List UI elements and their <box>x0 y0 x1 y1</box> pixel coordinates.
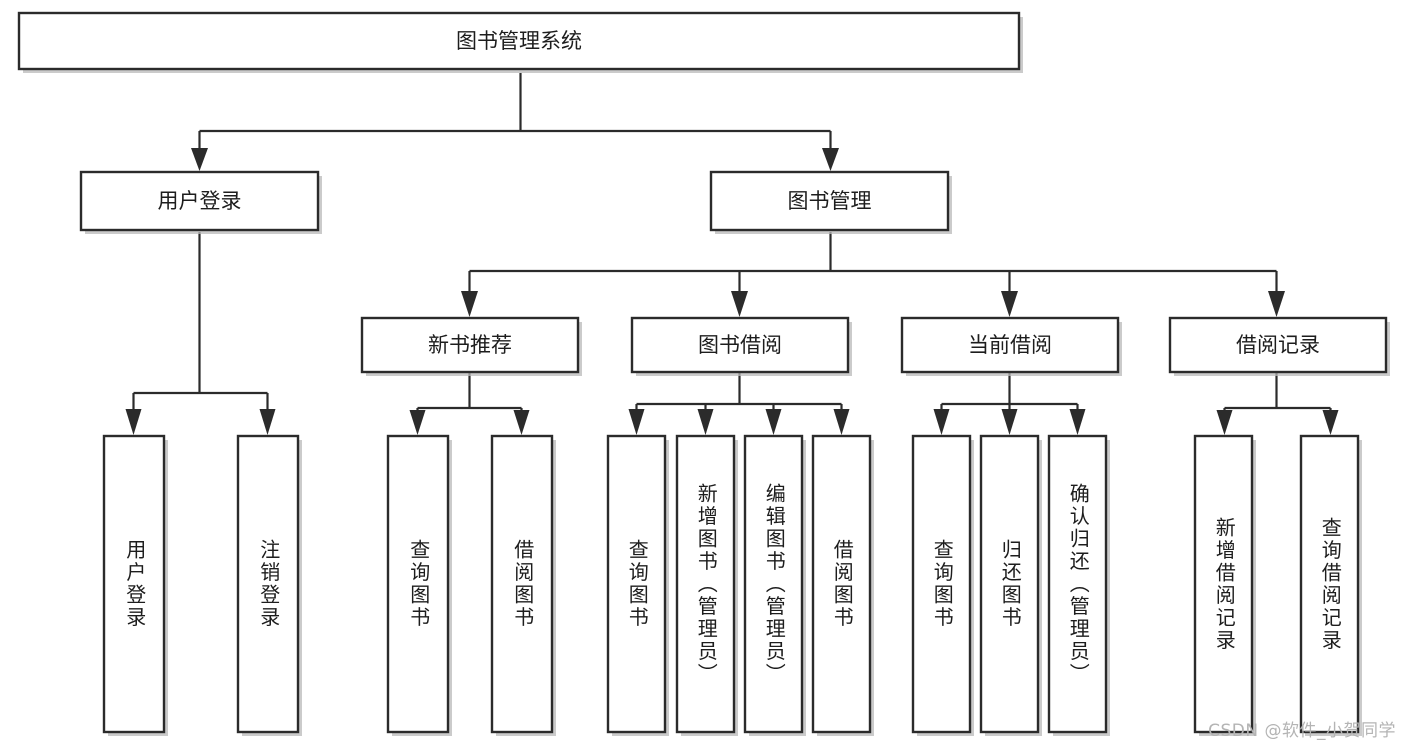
node-book-manage-label: 图书管理 <box>788 189 872 213</box>
arrow-head-leaf-borrow-book-1 <box>513 410 530 435</box>
arrow-head-borrow-record <box>1268 291 1285 317</box>
node-current-borrow-box[interactable] <box>900 316 1120 374</box>
node-book-manage-box[interactable] <box>709 170 950 232</box>
leaf-user-logout-box[interactable] <box>236 434 300 734</box>
arrow-head-leaf-add-book <box>697 409 714 435</box>
node-root-box[interactable] <box>17 11 1021 71</box>
arrow-head-book-borrow <box>731 291 748 317</box>
arrow-head-leaf-user-login <box>125 409 142 435</box>
node-layer: 图书管理系统 用户登录 图书管理 新书推荐 图书借阅 当前借阅 借阅记录 <box>17 11 1390 736</box>
arrow-head-leaf-query-book-2 <box>628 409 645 435</box>
arrow-head-new-book-recommend <box>461 291 478 317</box>
node-new-book-recommend-box[interactable] <box>360 316 580 374</box>
node-borrow-record-box[interactable] <box>1168 316 1388 374</box>
leaf-query-book-3-box[interactable] <box>911 434 972 734</box>
connector-layer <box>125 73 1339 435</box>
arrow-head-leaf-query-book-1 <box>409 410 426 435</box>
node-user-login-label: 用户登录 <box>158 189 242 213</box>
leaf-return-book-box[interactable] <box>979 434 1040 734</box>
node-borrow-record-label: 借阅记录 <box>1236 333 1320 357</box>
arrow-head-current-borrow <box>1001 291 1018 317</box>
leaf-edit-book-box[interactable] <box>743 434 804 734</box>
leaf-confirm-return-box[interactable] <box>1047 434 1108 734</box>
arrow-head-leaf-add-record <box>1216 410 1233 435</box>
leaf-query-book-1-box[interactable] <box>386 434 450 734</box>
arrow-head-leaf-user-logout <box>259 409 276 435</box>
node-book-borrow-box[interactable] <box>630 316 850 374</box>
node-new-book-recommend-label: 新书推荐 <box>428 333 512 357</box>
arrow-head-leaf-query-record <box>1322 410 1339 435</box>
leaf-add-book-box[interactable] <box>675 434 736 734</box>
node-user-login-box[interactable] <box>79 170 320 232</box>
leaf-borrow-book-1-box[interactable] <box>490 434 554 734</box>
arrow-head-user-login <box>191 148 208 171</box>
csdn-watermark: CSDN @软件_小贺同学 <box>1208 721 1396 741</box>
leaf-query-book-2-box[interactable] <box>606 434 667 734</box>
arrow-head-leaf-confirm-return <box>1069 409 1086 435</box>
node-book-borrow-label: 图书借阅 <box>698 333 782 357</box>
arrow-head-leaf-query-book-3 <box>933 409 950 435</box>
leaf-borrow-book-2-box[interactable] <box>811 434 872 734</box>
arrow-head-leaf-return-book <box>1001 409 1018 435</box>
arrow-head-leaf-borrow-book-2 <box>833 409 850 435</box>
arrow-head-leaf-edit-book <box>765 409 782 435</box>
leaf-query-record-box[interactable] <box>1299 434 1360 734</box>
arrow-head-book-manage <box>822 148 839 171</box>
leaf-add-record-box[interactable] <box>1193 434 1254 734</box>
node-root-label: 图书管理系统 <box>456 29 582 53</box>
node-current-borrow-label: 当前借阅 <box>968 333 1052 357</box>
leaf-user-login-box[interactable] <box>102 434 166 734</box>
